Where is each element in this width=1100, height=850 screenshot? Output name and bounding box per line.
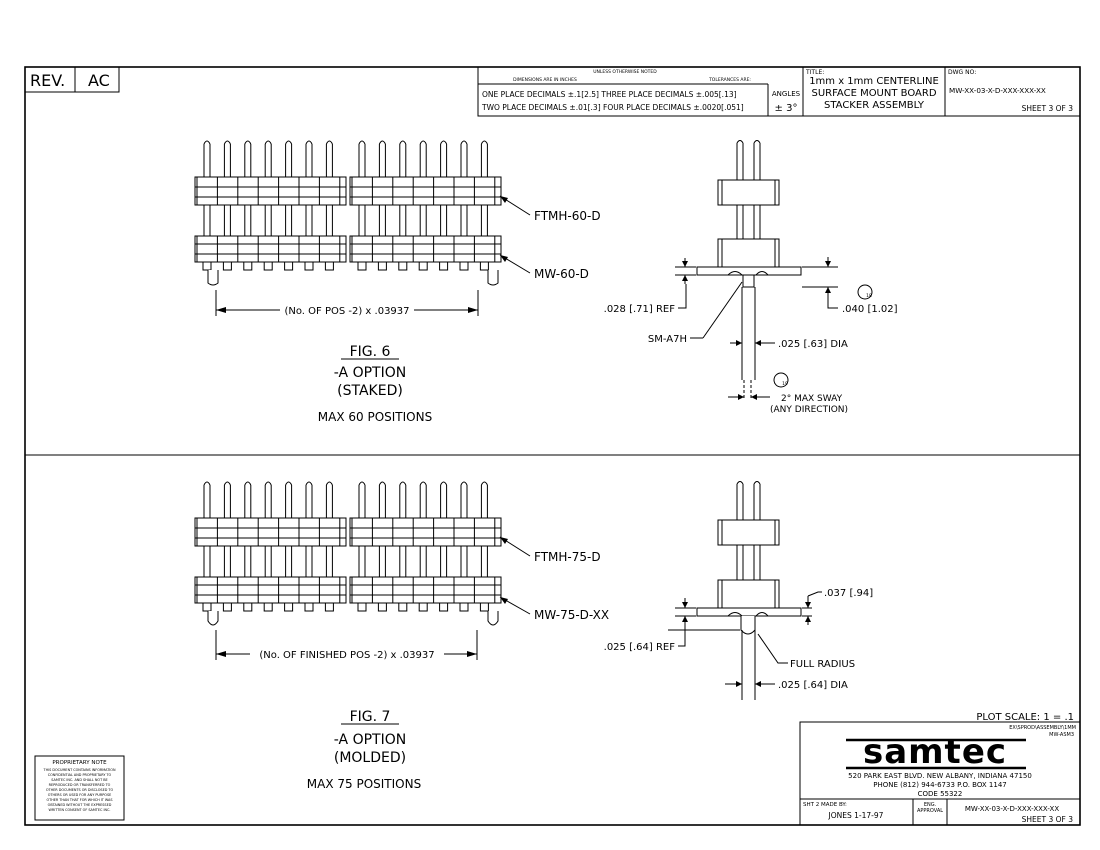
tol-angles-value: ± 3° bbox=[775, 103, 798, 114]
tolerance-block: UNLESS OTHERWISE NOTED DIMENSIONS ARE IN… bbox=[477, 66, 804, 117]
proprietary-line: OTHERS OR USED FOR ANY PURPOSE bbox=[48, 793, 112, 797]
fig6-dia-dim: .025 [.63] DIA bbox=[778, 339, 848, 350]
fig6-callout-18: 18 bbox=[857, 284, 873, 300]
company-phone: PHONE (812) 944-6733 P.O. BOX 1147 bbox=[873, 781, 1006, 789]
fig6-callout-19-number: 19 bbox=[782, 381, 788, 387]
made-by: JONES 1-17-97 bbox=[828, 811, 884, 820]
fig6-height-dim: .040 [1.02] bbox=[842, 304, 898, 315]
fig7-dia-dim: .025 [.64] DIA bbox=[778, 680, 848, 691]
fig6-caption: FIG. 6 -A OPTION (STAKED) MAX 60 POSITIO… bbox=[318, 344, 432, 424]
tol-angles-label: ANGLES bbox=[772, 90, 801, 98]
fig6-callout-19: 19 bbox=[773, 372, 789, 388]
fig7-length-dimension: (No. OF FINISHED POS -2) x .03937 bbox=[215, 630, 478, 661]
revision-box: REV. AC bbox=[24, 66, 120, 93]
fig7-option-type: (MOLDED) bbox=[334, 750, 406, 766]
fig7-connector-front-view bbox=[194, 481, 502, 626]
company-code: CODE 55322 bbox=[918, 790, 963, 798]
proprietary-line: REPRODUCED OR TRANSFERRED TO bbox=[49, 783, 111, 787]
connector-half bbox=[349, 481, 502, 626]
tol-tolerances: TOLERANCES ARE: bbox=[708, 77, 751, 83]
company-address: 520 PARK EAST BLVD. NEW ALBANY, INDIANA … bbox=[848, 772, 1032, 780]
fig6-sway: 2° MAX SWAY bbox=[781, 394, 843, 404]
title-line2: SURFACE MOUNT BOARD bbox=[811, 88, 936, 99]
title-line3: STACKER ASSEMBLY bbox=[824, 100, 925, 111]
rev-value: AC bbox=[88, 71, 110, 90]
fig7-length-label: (No. OF FINISHED POS -2) x .03937 bbox=[259, 650, 434, 661]
bottom-sheet-number: SHEET 3 OF 3 bbox=[1022, 815, 1074, 824]
fig6-connector-front-view bbox=[194, 140, 502, 286]
approval-label: APPROVAL bbox=[917, 808, 943, 814]
connector-half bbox=[349, 140, 502, 286]
fig7-side-view: .025 [.64] REF .037 [.94] FULL RADIUS .0… bbox=[604, 481, 873, 700]
fig7-radius: FULL RADIUS bbox=[790, 659, 855, 670]
fig6-length-label: (No. OF POS -2) x .03937 bbox=[284, 306, 409, 317]
fig7-leaders: FTMH-75-D MW-75-D-XX bbox=[499, 536, 609, 622]
title-line1: 1mm x 1mm CENTERLINE bbox=[809, 76, 939, 87]
title-label: TITLE: bbox=[805, 69, 824, 76]
fig6-label: FIG. 6 bbox=[350, 344, 391, 360]
proprietary-line: OTHER DOCUMENTS OR DISCLOSED TO bbox=[46, 788, 114, 792]
proprietary-line: OTHER THAN THAT FOR WHICH IT WAS bbox=[47, 798, 113, 802]
eng-label: ENG. bbox=[924, 802, 937, 808]
fig7-caption: FIG. 7 -A OPTION (MOLDED) MAX 75 POSITIO… bbox=[307, 709, 421, 791]
dwg-label: DWG NO: bbox=[948, 69, 976, 76]
proprietary-line: OBTAINED WITHOUT THE EXPRESSED bbox=[48, 803, 112, 807]
fig6-option-type: (STAKED) bbox=[337, 383, 403, 399]
connector-half bbox=[194, 481, 347, 626]
sheet-border bbox=[24, 66, 1081, 826]
samtec-logo: samtec bbox=[863, 732, 1007, 772]
fig6-max-positions: MAX 60 POSITIONS bbox=[318, 410, 432, 424]
fig6-leaders: FTMH-60-D MW-60-D bbox=[499, 195, 601, 281]
proprietary-line: WRITTEN CONSENT OF SAMTEC INC. bbox=[49, 808, 111, 812]
plot-scale: PLOT SCALE: 1 = .1 bbox=[976, 712, 1074, 723]
fig6-lower-part: MW-60-D bbox=[534, 267, 589, 281]
fig7-option: -A OPTION bbox=[334, 732, 406, 748]
connector-half bbox=[194, 140, 347, 286]
fig6-length-dimension: (No. OF POS -2) x .03937 bbox=[215, 290, 479, 317]
cad-file: MW-ASM3 bbox=[1049, 732, 1074, 738]
tol-row2: TWO PLACE DECIMALS ±.01[.3] FOUR PLACE D… bbox=[481, 103, 744, 112]
proprietary-note: PROPRIETARY NOTE THIS DOCUMENT CONTAINS … bbox=[34, 755, 125, 821]
fig6-part-label: SM-A7H bbox=[648, 334, 687, 345]
fig6-upper-part: FTMH-60-D bbox=[534, 209, 601, 223]
bottom-dwg-number: MW-XX-03-X-D-XXX-XXX-XX bbox=[965, 805, 1059, 813]
cad-path: EX\SPROD\ASSEMBLY\1MM bbox=[1009, 725, 1076, 731]
fig7-upper-part: FTMH-75-D bbox=[534, 550, 601, 564]
proprietary-line: CONFIDENTIAL AND PROPRIETARY TO bbox=[48, 773, 112, 777]
fig7-height-dim: .037 [.94] bbox=[824, 588, 873, 599]
title-block: TITLE: 1mm x 1mm CENTERLINE SURFACE MOUN… bbox=[802, 66, 1081, 117]
proprietary-line: SAMTEC INC. AND SHALL NOT BE bbox=[51, 778, 107, 782]
fig7-ref-dim: .025 [.64] REF bbox=[604, 642, 676, 653]
made-by-label: SHT 2 MADE BY: bbox=[803, 802, 847, 808]
samtec-title-block: PLOT SCALE: 1 = .1 EX\SPROD\ASSEMBLY\1MM… bbox=[799, 712, 1081, 826]
proprietary-title: PROPRIETARY NOTE bbox=[52, 760, 107, 766]
tol-row1: ONE PLACE DECIMALS ±.1[2.5] THREE PLACE … bbox=[482, 90, 737, 99]
fig7-max-positions: MAX 75 POSITIONS bbox=[307, 777, 421, 791]
fig6-option: -A OPTION bbox=[334, 365, 406, 381]
fig6-sway-direction: (ANY DIRECTION) bbox=[770, 405, 848, 415]
proprietary-line: THIS DOCUMENT CONTAINS INFORMATION bbox=[43, 768, 116, 772]
fig6-ref-dim: .028 [.71] REF bbox=[604, 304, 676, 315]
rev-label: REV. bbox=[30, 71, 65, 90]
tol-unless: UNLESS OTHERWISE NOTED bbox=[593, 69, 657, 75]
tol-dims: DIMENSIONS ARE IN INCHES bbox=[513, 77, 577, 83]
fig6-callout-18-number: 18 bbox=[866, 293, 872, 299]
fig7-lower-part: MW-75-D-XX bbox=[534, 608, 609, 622]
dwg-number: MW-XX-03-X-D-XXX-XXX-XX bbox=[949, 86, 1046, 95]
fig6-side-view: .040 [1.02] 18 .028 [.71] REF SM-A7H .02… bbox=[604, 140, 898, 415]
sheet-number: SHEET 3 OF 3 bbox=[1022, 104, 1074, 113]
fig7-label: FIG. 7 bbox=[350, 709, 391, 725]
